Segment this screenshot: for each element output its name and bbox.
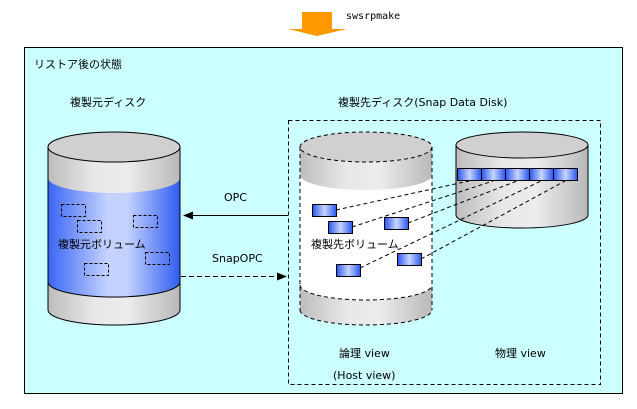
opc-label: OPC [224, 191, 247, 204]
target-logical-cylinder [299, 131, 433, 326]
logical-block [328, 221, 353, 234]
panel-title: リストア後の状態 [34, 58, 122, 71]
source-block [133, 215, 158, 228]
source-dashed-blocks [61, 204, 170, 276]
physical-block [553, 168, 578, 181]
logical-block [312, 204, 337, 217]
source-disk-title: 複製元ディスク [70, 96, 147, 109]
physical-view-label: 物理 view [495, 347, 546, 360]
logical-block [384, 217, 409, 230]
source-block [77, 220, 102, 233]
snap-data-disk-box [288, 120, 601, 385]
logical-view-label: 論理 view [339, 347, 390, 360]
source-block [145, 252, 170, 265]
target-volume-label: 複製先ボリューム [311, 238, 399, 251]
logical-blocks [312, 204, 422, 277]
source-disk-cylinder [47, 131, 181, 326]
physical-blocks [457, 168, 578, 181]
mapping-lines [335, 180, 566, 269]
source-block [84, 263, 109, 276]
physical-block [457, 168, 482, 181]
host-view-label: (Host view) [333, 369, 396, 382]
logical-block [397, 253, 422, 266]
physical-block [481, 168, 506, 181]
source-volume-band [48, 178, 180, 297]
down-arrow-icon [288, 12, 347, 36]
target-disk-title: 複製先ディスク(Snap Data Disk) [338, 96, 508, 109]
command-label: swsrpmake [346, 11, 401, 22]
target-physical-cylinder [455, 131, 589, 229]
source-block [61, 204, 86, 217]
physical-block [505, 168, 530, 181]
source-volume-label: 複製元ボリューム [58, 238, 146, 251]
physical-block [529, 168, 554, 181]
snapopc-label: SnapOPC [212, 252, 263, 265]
logical-block [336, 264, 361, 277]
